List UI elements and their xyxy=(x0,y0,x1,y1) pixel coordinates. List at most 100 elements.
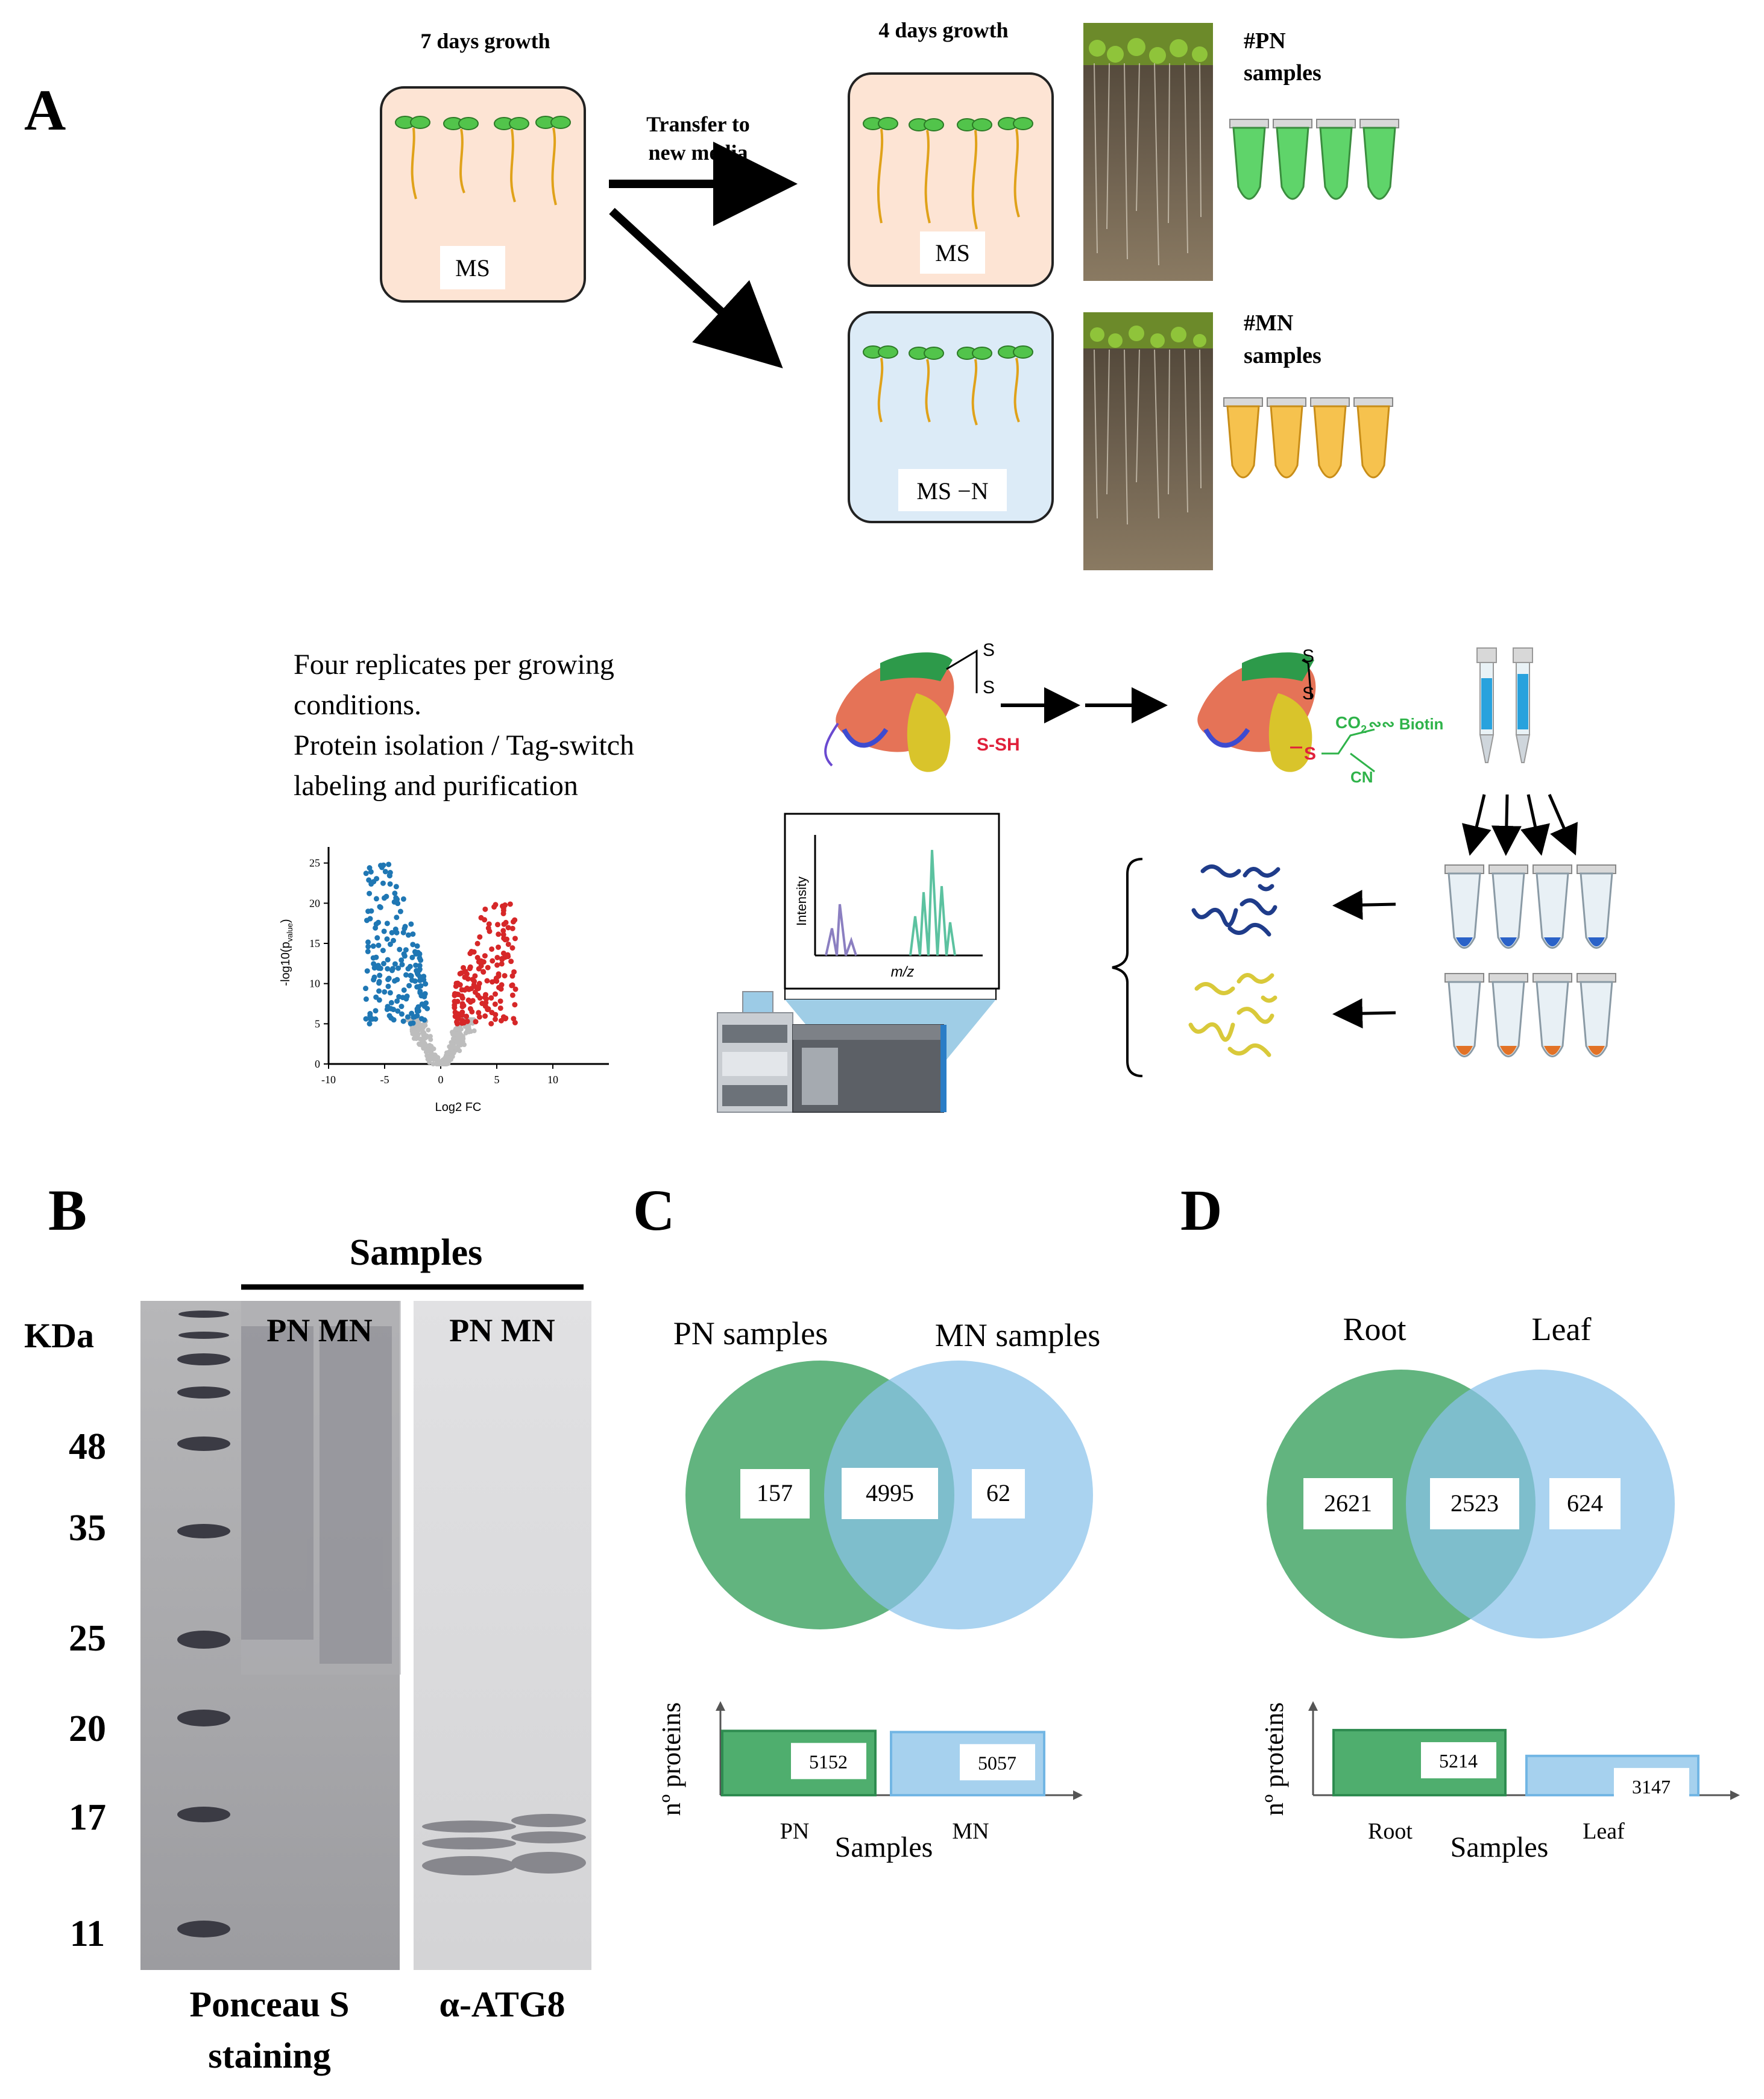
volcano-point-down xyxy=(386,861,392,867)
volcano-point-down xyxy=(365,908,371,914)
bar-value-label: 5214 xyxy=(1439,1750,1478,1772)
brace-icon xyxy=(1112,858,1143,1077)
volcano-point-ns xyxy=(459,1038,464,1043)
volcano-point-down xyxy=(383,893,389,899)
volcano-point-down xyxy=(424,1005,430,1012)
volcano-y-tick-label: 10 xyxy=(309,978,320,990)
panel-a-label: A xyxy=(24,78,66,142)
co2-label: CO2 xyxy=(1335,713,1367,735)
disulfide-s-top-2: S xyxy=(1302,646,1314,666)
volcano-point-down xyxy=(374,876,380,882)
ponceau-gel xyxy=(140,1301,401,1970)
volcano-point-ns xyxy=(420,1038,425,1043)
ladder-bands xyxy=(177,1311,230,1937)
volcano-point-down xyxy=(384,920,390,927)
bar-x-axis-arrow xyxy=(1073,1790,1083,1800)
volcano-point-ns xyxy=(430,1062,436,1066)
plate-msn: MS −N xyxy=(848,311,1054,523)
volcano-point-down xyxy=(394,998,400,1004)
volcano-point-down xyxy=(405,1014,411,1020)
volcano-point-down xyxy=(365,943,371,949)
panel-b-label: B xyxy=(48,1178,87,1242)
pn-tube-icon xyxy=(1316,119,1356,200)
volcano-point-up xyxy=(484,978,490,984)
volcano-point-down xyxy=(418,993,424,999)
disulfide-s-bottom: S xyxy=(983,678,995,697)
volcano-point-up xyxy=(454,1019,460,1025)
mn-tubes xyxy=(1223,397,1393,479)
volcano-point-ns xyxy=(451,1044,456,1050)
volcano-point-down xyxy=(403,972,409,978)
volcano-point-down xyxy=(367,890,373,896)
volcano-point-down xyxy=(363,996,369,1002)
volcano-point-up xyxy=(478,958,484,964)
volcano-point-up xyxy=(508,958,514,965)
arrow-peptides-yellow xyxy=(1332,998,1396,1029)
volcano-point-down xyxy=(395,965,402,971)
volcano-point-up xyxy=(509,992,515,998)
volcano-point-down xyxy=(405,966,411,972)
volcano-point-down xyxy=(401,987,407,993)
volcano-point-ns xyxy=(451,1050,456,1056)
volcano-point-down xyxy=(371,961,377,967)
volcano-point-down xyxy=(371,974,377,980)
volcano-point-up xyxy=(496,984,502,990)
lcms-instrument-icon xyxy=(717,991,947,1113)
marker-35: 35 xyxy=(69,1508,106,1549)
volcano-point-down xyxy=(398,1011,405,1017)
volcano-point-down xyxy=(400,1018,406,1024)
protein-structure-labeled xyxy=(1197,652,1375,773)
bar-x-axis-arrow xyxy=(1730,1790,1740,1800)
volcano-point-up xyxy=(512,1002,518,1008)
volcano-point-up xyxy=(490,958,496,964)
root-photo-mn xyxy=(1083,312,1213,570)
mn-samples-label-1: #MN xyxy=(1244,310,1293,336)
volcano-point-up xyxy=(500,1014,506,1020)
volcano-point-down xyxy=(377,972,383,978)
desc-line-1: Four replicates per growing xyxy=(294,649,614,681)
bar-value-label: 3147 xyxy=(1632,1776,1671,1798)
volcano-point-down xyxy=(363,870,369,876)
volcano-point-ns xyxy=(446,1060,451,1065)
growth-7-label: 7 days growth xyxy=(420,29,550,53)
volcano-point-ns xyxy=(466,1024,471,1030)
lanes-atg8-label: PN MN xyxy=(449,1312,555,1348)
tube-icon xyxy=(1577,864,1616,949)
volcano-point-up xyxy=(488,1021,494,1027)
volcano-point-down xyxy=(414,1013,420,1019)
volcano-point-down xyxy=(412,978,418,984)
bar-category-label: Leaf xyxy=(1583,1819,1625,1844)
volcano-y-label: -log10(pvalue) xyxy=(279,919,294,986)
volcano-point-up xyxy=(464,1013,470,1019)
volcano-point-down xyxy=(414,971,420,977)
volcano-point-ns xyxy=(420,1024,425,1029)
volcano-point-down xyxy=(394,930,400,936)
volcano-point-down xyxy=(380,948,386,954)
biotin-label: ∾∾ Biotin xyxy=(1369,715,1443,733)
disulfide-s-bottom-2: S xyxy=(1302,684,1314,703)
volcano-point-down xyxy=(376,919,382,925)
volcano-point-down xyxy=(371,965,377,971)
mn-tube-icon xyxy=(1267,397,1306,479)
samples-title: Samples xyxy=(350,1232,482,1273)
volcano-point-up xyxy=(511,969,517,975)
venn-d-left-only: 2621 xyxy=(1324,1490,1372,1517)
pn-tube-icon xyxy=(1359,119,1399,200)
volcano-point-down xyxy=(392,961,398,967)
volcano-y-tick-label: 15 xyxy=(309,937,320,949)
volcano-point-down xyxy=(418,1016,424,1022)
volcano-point-up xyxy=(503,919,509,925)
volcano-point-down xyxy=(389,930,395,936)
venn-d-left-label: Root xyxy=(1343,1311,1406,1347)
volcano-point-down xyxy=(385,957,391,963)
volcano-point-down xyxy=(402,925,408,931)
volcano-point-down xyxy=(365,948,371,954)
volcano-point-down xyxy=(368,869,374,875)
volcano-point-down xyxy=(386,975,392,981)
venn-c-right-label: MN samples xyxy=(935,1317,1100,1353)
volcano-point-up xyxy=(482,1013,488,1019)
volcano-point-up xyxy=(483,999,489,1005)
volcano-point-down xyxy=(373,1008,379,1014)
